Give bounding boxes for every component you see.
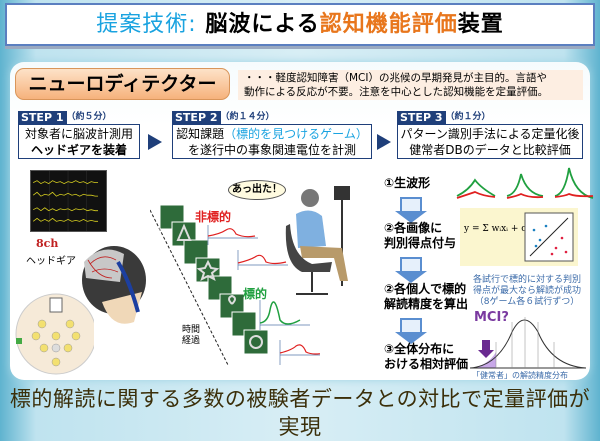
time-label-line: 時間 — [182, 325, 201, 335]
arrow-right-icon — [148, 134, 162, 150]
step-accuracy: ②各個人で標的解読精度を算出 — [384, 282, 468, 312]
nontarget-label: 非標的 — [195, 210, 232, 224]
time-label: 時間経過 — [182, 325, 200, 347]
step-duration: （約１分） — [445, 112, 491, 122]
note-line: 得点が最大なら解読が成功 — [472, 286, 581, 296]
step-label: STEP 1 — [18, 111, 67, 124]
channel-count: 8ch — [36, 237, 59, 250]
note-line: （8ゲーム各６試行ずつ） — [474, 297, 580, 307]
description-line: 動作による反応が不要。注意を中心とした認知機能を定量評価。 — [244, 86, 549, 98]
down-arrow-icon — [395, 197, 427, 223]
step-duration: （約１４分） — [220, 112, 275, 122]
title-highlight: 認知機能評価 — [319, 12, 458, 37]
step-text: を遂行中の事象関連電位を計測 — [187, 143, 356, 157]
step-text: 認知課題 — [176, 127, 225, 141]
step-discriminant-score: ②各画像に判別得点付与 — [384, 221, 456, 251]
conclusion-text: 標的解読に関する多数の被験者データとの対比で定量評価が実現 — [9, 387, 591, 439]
step-text: 対象者に脳波計測用 — [24, 127, 133, 141]
product-description: ・・・軽度認知障害（MCI）の兆候の早期発見が主目的。言語や動作による反応が不要… — [238, 70, 583, 100]
scatter-plot — [524, 212, 574, 262]
target-label: 標的 — [243, 287, 268, 301]
title-main: 脳波による — [205, 12, 320, 37]
title-suffix: 装置 — [457, 12, 504, 37]
step-text: ③全体分布に — [384, 342, 455, 356]
step-text: 解読精度を算出 — [384, 297, 469, 311]
step-text: パターン識別手法による定量化後 — [400, 127, 580, 141]
speech-bubble: あっ出た！ — [228, 180, 286, 200]
step2-box: 認知課題（標的を見つけるゲーム） を遂行中の事象関連電位を計測 — [172, 124, 372, 159]
normal-distribution-curve — [469, 317, 587, 369]
formula-box: y = Σ wᵢxᵢ + c — [460, 208, 578, 266]
electrode-layout-diagram — [15, 293, 94, 375]
seated-person-illustration — [285, 186, 350, 295]
step-text-highlight: （標的を見つけるゲーム） — [224, 127, 368, 141]
title-prefix: 提案技術: — [96, 12, 197, 37]
step2-header: STEP 2（約１４分） — [172, 111, 275, 124]
down-arrow-icon — [395, 257, 427, 283]
step-text: ②各個人で標的 — [384, 282, 467, 296]
step-relative-eval: ③全体分布における相対評価 — [384, 342, 468, 372]
time-label-line: 経過 — [182, 336, 201, 346]
step1-header: STEP 1（約５分） — [18, 111, 112, 124]
step-text: ②各画像に — [384, 221, 443, 235]
raw-waveform-plots — [456, 167, 594, 199]
mci-label: MCI? — [474, 310, 509, 325]
note-line: 各試行で標的に対する判別 — [472, 275, 581, 285]
step3-box: パターン識別手法による定量化後健常者DBのデータと比較評価 — [397, 124, 583, 159]
step1-box: 対象者に脳波計測用ヘッドギアを装着 — [18, 124, 140, 159]
step-label: STEP 2 — [172, 111, 221, 124]
product-name: ニューロディテクター — [15, 68, 230, 100]
step-duration: （約５分） — [66, 112, 112, 122]
step3-header: STEP 3（約１分） — [397, 111, 491, 124]
stimulus-sequence — [150, 204, 269, 366]
headgear-head-illustration — [82, 246, 146, 324]
step-text: 健常者DBのデータと比較評価 — [409, 143, 571, 157]
erp-waveforms — [207, 225, 320, 365]
eeg-waveform-display — [30, 170, 107, 232]
step-label: STEP 3 — [397, 111, 446, 124]
step-raw-waveform: ①生波形 — [384, 176, 431, 190]
step-text: 判別得点付与 — [384, 236, 457, 250]
page-title: 提案技術: 脳波による認知機能評価装置 — [5, 3, 595, 46]
down-arrow-icon — [395, 318, 427, 344]
description-line: ・・・軽度認知障害（MCI）の兆候の早期発見が主目的。言語や — [244, 72, 547, 84]
headgear-label: ヘッドギア — [26, 256, 76, 267]
arrow-right-icon — [377, 134, 391, 150]
accuracy-note: 各試行で標的に対する判別得点が最大なら解読が成功（8ゲーム各６試行ずつ） — [468, 275, 586, 308]
step-text: おける相対評価 — [384, 357, 469, 371]
step-text: ヘッドギアを装着 — [30, 143, 127, 157]
discriminant-formula: y = Σ wᵢxᵢ + c — [464, 224, 527, 234]
distribution-caption: 「健常者」の解読精度分布 — [472, 371, 568, 380]
